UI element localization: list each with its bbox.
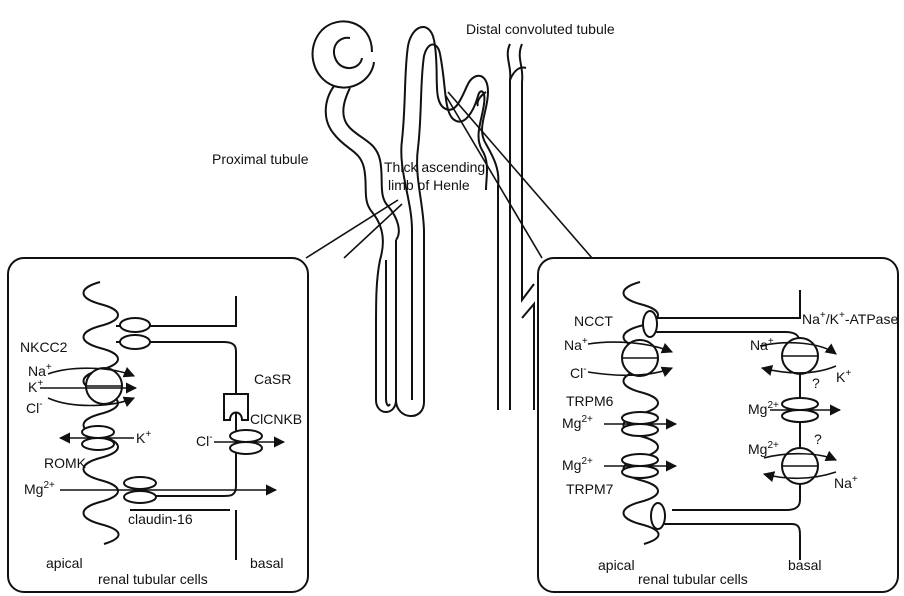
basal-mg-transporter-2 — [782, 410, 818, 422]
right-panel-frame — [538, 258, 898, 592]
nkcc2-label: NKCC2 — [20, 339, 68, 355]
right-apical-label: apical — [598, 557, 635, 573]
romk-channel-1 — [82, 426, 114, 438]
thick-ascending-limb — [386, 27, 434, 406]
claudin-16-label: claudin-16 — [128, 511, 193, 527]
distal-convoluted-tubule — [434, 40, 498, 410]
trpm7-channel-1 — [622, 454, 658, 466]
trpm6-channel-2 — [622, 424, 658, 436]
zoom-line-right-1 — [448, 92, 592, 258]
right-tight-junction-top — [643, 311, 657, 337]
atpase-label: Na+/K+-ATPase — [802, 310, 898, 327]
ncct-label: NCCT — [574, 313, 613, 329]
right-cells-label: renal tubular cells — [638, 571, 748, 587]
clcnkb-channel-2 — [230, 442, 262, 454]
right-tight-junction-bottom — [651, 503, 665, 529]
casr-label: CaSR — [254, 371, 291, 387]
zoom-line-left-1 — [306, 200, 398, 258]
thick-ascending-limb-outer — [396, 45, 440, 417]
romk-channel-2 — [82, 438, 114, 450]
thick-limb-label-line2: limb of Henle — [388, 177, 470, 193]
romk-label: ROMK — [44, 455, 87, 471]
left-apical-label: apical — [46, 555, 83, 571]
thick-limb-label-line1: Thick ascending — [384, 159, 485, 175]
question-mark-1: ? — [812, 375, 820, 391]
trpm6-label: TRPM6 — [566, 393, 614, 409]
collecting-duct — [508, 44, 534, 410]
proximal-tubule-label: Proximal tubule — [212, 151, 309, 167]
claudin-16-1 — [124, 477, 156, 489]
left-basal-label: basal — [250, 555, 283, 571]
clcnkb-channel-1 — [230, 430, 262, 442]
tight-junction-top-2 — [120, 335, 150, 349]
claudin-16-2 — [124, 491, 156, 503]
question-mark-2: ? — [814, 431, 822, 447]
trpm7-label: TRPM7 — [566, 481, 614, 497]
basal-mg-transporter-1 — [782, 398, 818, 410]
bowman-capsule — [313, 21, 374, 87]
left-cells-label: renal tubular cells — [98, 571, 208, 587]
nephron — [313, 21, 534, 416]
right-basal-label: basal — [788, 557, 821, 573]
clcnkb-label: ClCNKB — [250, 411, 302, 427]
right-panel — [538, 258, 898, 592]
trpm7-channel-2 — [622, 466, 658, 478]
distal-tubule-label: Distal convoluted tubule — [466, 21, 615, 37]
tight-junction-top-1 — [120, 318, 150, 332]
trpm6-channel-1 — [622, 412, 658, 424]
